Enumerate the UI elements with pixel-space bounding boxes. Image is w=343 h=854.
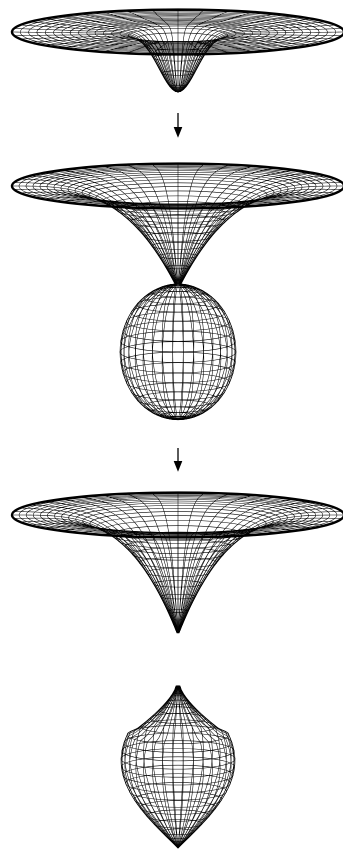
meridian-line [14,511,177,632]
meridian-line [181,179,336,284]
latitude-ring [137,392,219,407]
stage-1-dimpled-sheet [12,10,343,92]
meridian-line [127,532,178,633]
latitude-ring [150,713,206,723]
down-arrow-1 [174,113,182,137]
meridian-line [20,179,175,284]
meridian-line [178,28,342,92]
latitude-ring [123,765,233,785]
latitude-ring [131,304,225,321]
meridian-line [179,511,342,632]
meridian-line [12,186,175,284]
meridian-line [180,173,312,284]
meridian-line [80,497,177,633]
latitude-ring [137,297,219,312]
stage-2-necked-droplet [12,164,343,420]
latitude-ring [127,725,229,743]
meridian-line [14,28,178,92]
meridian-line [44,197,176,284]
meridian-line [44,173,176,284]
meridian-line [178,532,229,633]
meridian-line [179,497,276,633]
latitude-ring [121,749,235,770]
meridian-line [80,168,176,284]
meridian-line [180,168,276,284]
stage-3-detached-droplet [12,493,343,848]
meridian-line [103,531,178,633]
meridian-line [180,197,312,284]
meridian-line [180,201,276,285]
meridian-line [181,186,343,284]
meridian-line [80,201,176,285]
latitude-ring [131,383,225,400]
down-arrow-2 [174,448,182,471]
meridian-line [178,531,253,633]
